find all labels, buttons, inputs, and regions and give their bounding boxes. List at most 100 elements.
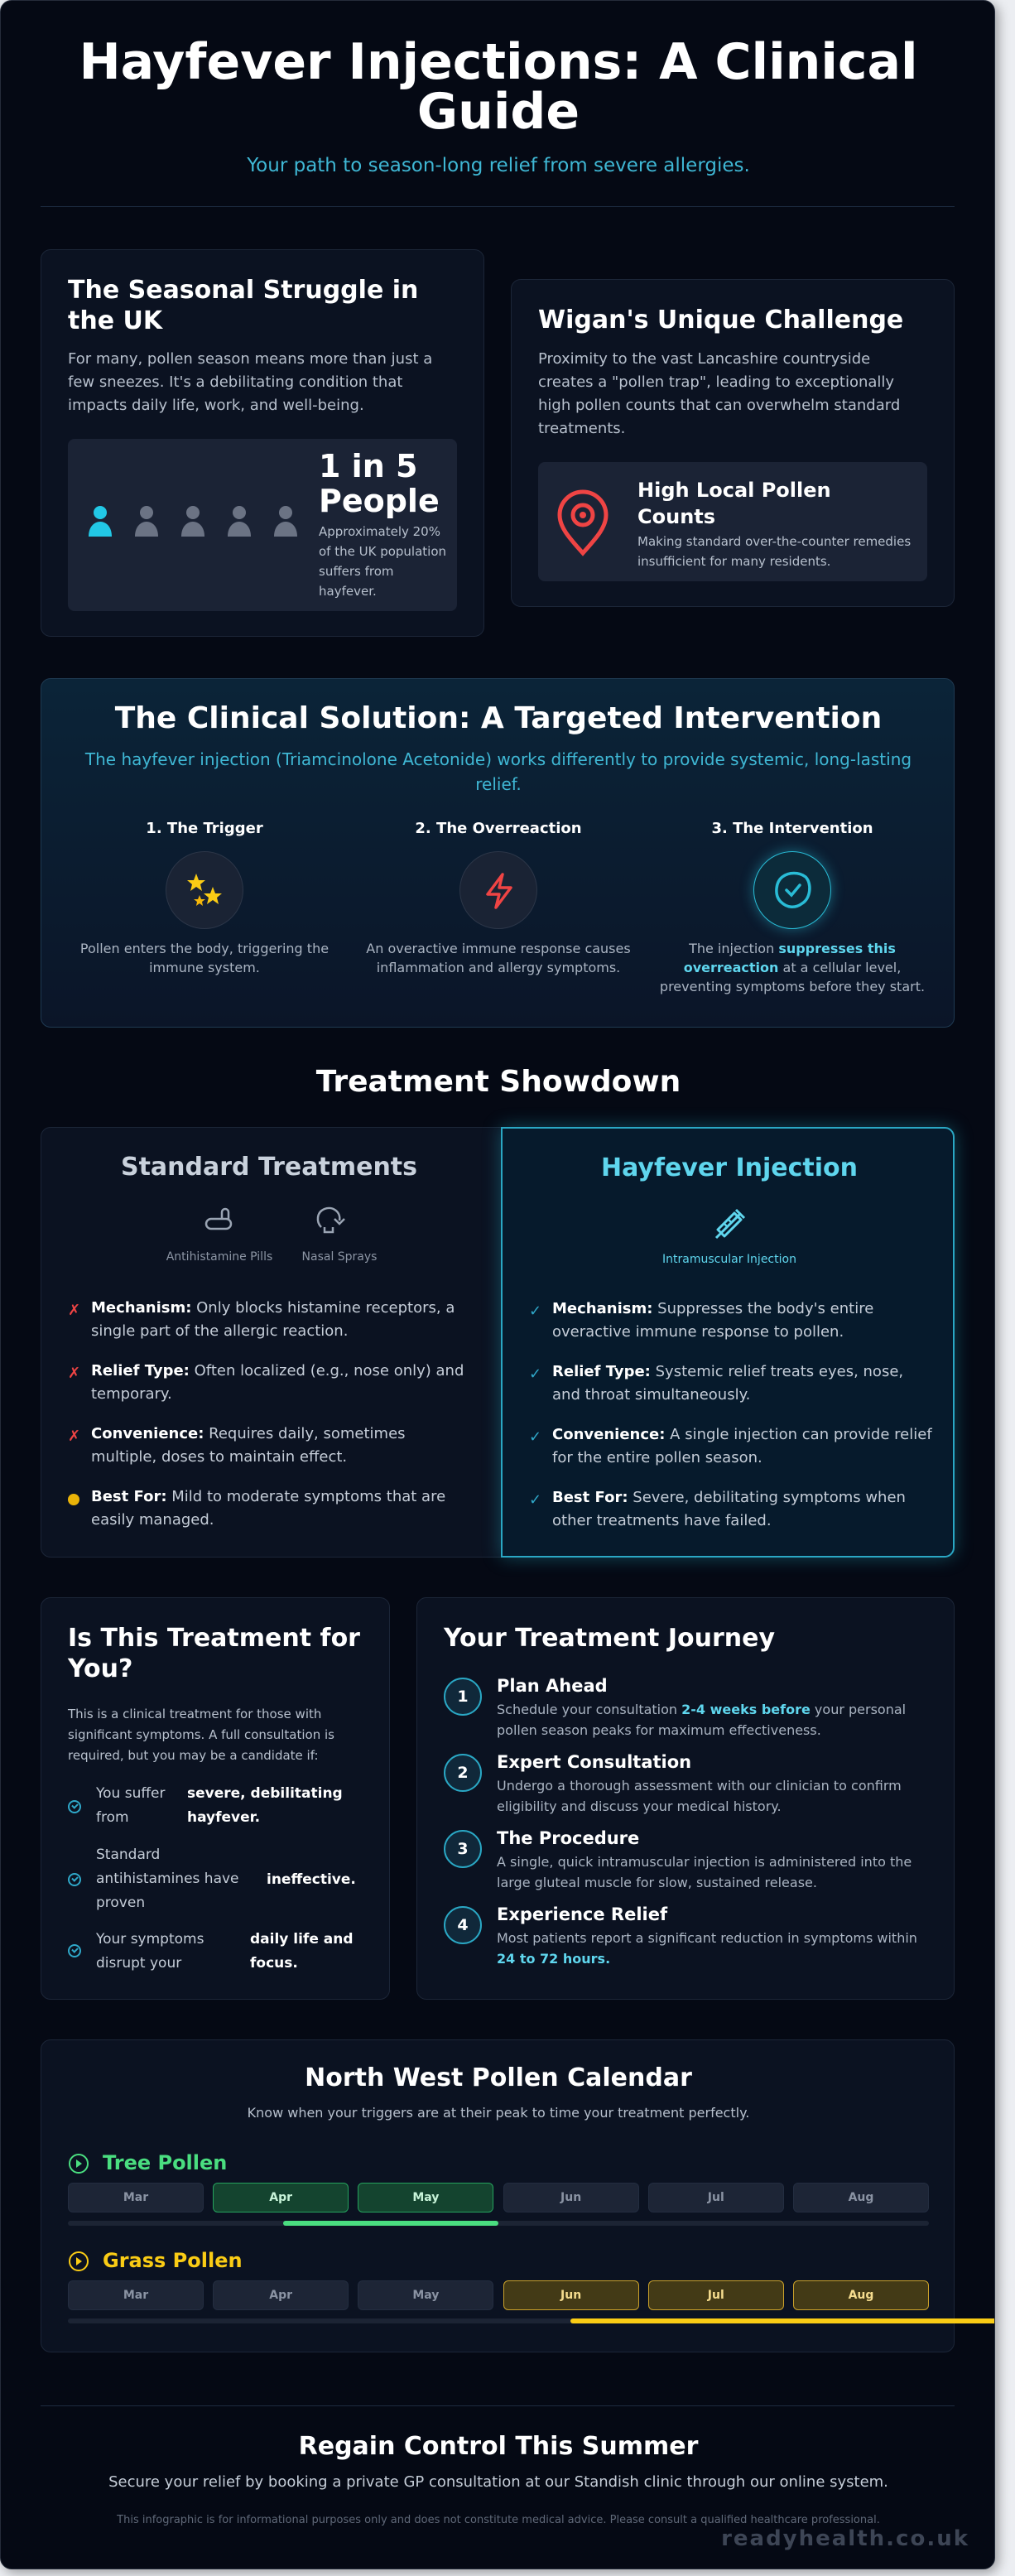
injection-item: Convenience: A single injection can prov… bbox=[552, 1426, 932, 1466]
injection-item: Best For: Severe, debilitating symptoms … bbox=[552, 1489, 906, 1529]
tree-pollen-icon bbox=[69, 2154, 89, 2174]
month-cell: Aug bbox=[793, 2280, 929, 2310]
calendar-title: North West Pollen Calendar bbox=[305, 2063, 692, 2092]
footer-title: Regain Control This Summer bbox=[298, 2432, 699, 2461]
pill-icon bbox=[204, 1207, 237, 1234]
journey-step-title: Experience Relief bbox=[497, 1904, 668, 1924]
lightning-icon bbox=[483, 873, 516, 909]
season-fill bbox=[570, 2318, 994, 2323]
footer-disclaimer: This infographic is for informational pu… bbox=[117, 2514, 880, 2526]
step-overreaction-body: An overactive immune response causes inf… bbox=[366, 941, 631, 975]
struggle-title: The Seasonal Struggle in the UK bbox=[68, 276, 419, 335]
journey-step-body: Most patients report a significant reduc… bbox=[497, 1930, 917, 1967]
month-cell: Mar bbox=[68, 2280, 204, 2310]
month-cell: Apr bbox=[213, 2280, 349, 2310]
check-circle-icon bbox=[68, 1800, 81, 1813]
candidate-item-text: Standard antihistamines have proven bbox=[96, 1847, 239, 1911]
pollen-calendar: North West Pollen Calendar Know when you… bbox=[41, 2039, 994, 2352]
stat-box: 1 in 5 People Approximately 20% of the U… bbox=[68, 439, 457, 611]
stat-small: Approximately 20% of the UK population s… bbox=[319, 524, 447, 599]
candidate-item-text: You suffer from bbox=[96, 1785, 166, 1826]
overreaction-circle bbox=[459, 851, 537, 929]
page-title: Hayfever Injections: A Clinical Guide bbox=[79, 33, 918, 141]
footer-divider bbox=[41, 2405, 955, 2406]
header-divider bbox=[41, 206, 955, 207]
cross-mark: ✗ bbox=[68, 1428, 81, 1445]
standard-title: Standard Treatments bbox=[120, 1153, 418, 1182]
cross-mark: ✗ bbox=[68, 1302, 81, 1319]
showdown-title: Treatment Showdown bbox=[315, 1065, 681, 1099]
step-overreaction-title: 2. The Overreaction bbox=[415, 820, 582, 837]
struggle-card: The Seasonal Struggle in the UK For many… bbox=[41, 249, 484, 637]
spray-icon bbox=[315, 1206, 346, 1235]
shield-check-icon bbox=[774, 870, 812, 910]
pollen-icon bbox=[185, 870, 226, 912]
wigan-card: Wigan's Unique Challenge Proximity to th… bbox=[511, 279, 955, 607]
journey-step-body: Schedule your consultation 2-4 weeks bef… bbox=[497, 1702, 907, 1738]
journey-step-number: 2 bbox=[444, 1754, 482, 1792]
spray-label: Nasal Sprays bbox=[301, 1250, 378, 1264]
candidate-item-strong: daily life and focus. bbox=[250, 1931, 354, 1972]
journey-step-title: Expert Consultation bbox=[497, 1752, 692, 1772]
standard-item: Relief Type: Often localized (e.g., nose… bbox=[91, 1362, 464, 1403]
map-pin-icon bbox=[555, 489, 611, 556]
tree-pollen-label: Tree Pollen bbox=[103, 2151, 228, 2174]
syringe-icon bbox=[711, 1206, 748, 1243]
candidate-body: This is a clinical treatment for those w… bbox=[68, 1707, 334, 1763]
journey-step-number: 1 bbox=[444, 1678, 482, 1716]
injection-item: Mechanism: Suppresses the body's entire … bbox=[552, 1300, 874, 1341]
injection-title: Hayfever Injection bbox=[600, 1153, 859, 1182]
injection-item: Relief Type: Systemic relief treats eyes… bbox=[552, 1363, 904, 1404]
month-cell: Apr bbox=[213, 2183, 349, 2212]
standard-item: Mechanism: Only blocks histamine recepto… bbox=[91, 1299, 455, 1340]
infographic-page: Hayfever Injections: A Clinical Guide Yo… bbox=[0, 0, 995, 2569]
season-fill bbox=[283, 2221, 498, 2226]
person-icon bbox=[227, 505, 252, 538]
month-cell: Jul bbox=[647, 2183, 784, 2212]
grass-pollen-icon bbox=[69, 2251, 89, 2271]
check-mark: ✓ bbox=[529, 1491, 542, 1509]
month-cell: Aug bbox=[793, 2183, 929, 2212]
injection-label: Intramuscular Injection bbox=[662, 1253, 796, 1266]
watermark: readyhealth.co.uk bbox=[721, 2526, 969, 2551]
pill-label: Antihistamine Pills bbox=[166, 1250, 273, 1264]
candidate-item-strong: ineffective. bbox=[267, 1871, 356, 1888]
calendar-subtitle: Know when your triggers are at their pea… bbox=[247, 2105, 750, 2121]
journey-title: Your Treatment Journey bbox=[444, 1624, 776, 1653]
intervention-circle bbox=[753, 851, 831, 929]
neutral-dot bbox=[68, 1494, 79, 1505]
check-mark: ✓ bbox=[529, 1302, 542, 1320]
pollen-box-body: Making standard over-the-counter remedie… bbox=[637, 534, 912, 569]
solution-section: The Clinical Solution: A Targeted Interv… bbox=[41, 678, 955, 1028]
injection-card: Hayfever Injection Intramuscular Injecti… bbox=[501, 1127, 955, 1558]
month-cell: Jul bbox=[647, 2280, 784, 2310]
struggle-body: For many, pollen season means more than … bbox=[68, 350, 433, 414]
wigan-body: Proximity to the vast Lancashire country… bbox=[538, 350, 901, 437]
journey-step-title: Plan Ahead bbox=[497, 1676, 608, 1696]
grass-pollen-label: Grass Pollen bbox=[103, 2249, 243, 2272]
journey-card: Your Treatment Journey 1 Plan Ahead Sche… bbox=[416, 1597, 955, 2000]
page-subtitle: Your path to season-long relief from sev… bbox=[247, 155, 750, 176]
people-icon-row bbox=[88, 505, 320, 543]
standard-item: Convenience: Requires daily, sometimes m… bbox=[91, 1425, 406, 1466]
solution-title: The Clinical Solution: A Targeted Interv… bbox=[114, 701, 883, 735]
check-mark: ✓ bbox=[529, 1365, 542, 1383]
step-trigger-title: 1. The Trigger bbox=[146, 820, 263, 837]
pollen-box-title: High Local Pollen Counts bbox=[637, 479, 831, 528]
month-cell: May bbox=[358, 2183, 494, 2212]
footer-body: Secure your relief by booking a private … bbox=[108, 2473, 888, 2491]
journey-step-body: Undergo a thorough assessment with our c… bbox=[497, 1778, 902, 1814]
solution-subtitle: The hayfever injection (Triamcinolone Ac… bbox=[84, 749, 912, 794]
journey-step-number: 4 bbox=[444, 1906, 482, 1944]
wigan-title: Wigan's Unique Challenge bbox=[538, 306, 904, 335]
trigger-circle bbox=[166, 851, 243, 929]
standard-card: Standard Treatments Antihistamine Pills … bbox=[41, 1127, 504, 1558]
step-trigger-body: Pollen enters the body, triggering the i… bbox=[79, 941, 330, 975]
season-track bbox=[68, 2221, 929, 2226]
month-cell: May bbox=[358, 2280, 494, 2310]
journey-step-title: The Procedure bbox=[497, 1828, 640, 1848]
step-intervention-title: 3. The Intervention bbox=[711, 820, 873, 837]
person-icon bbox=[134, 505, 159, 538]
cross-mark: ✗ bbox=[68, 1365, 81, 1382]
